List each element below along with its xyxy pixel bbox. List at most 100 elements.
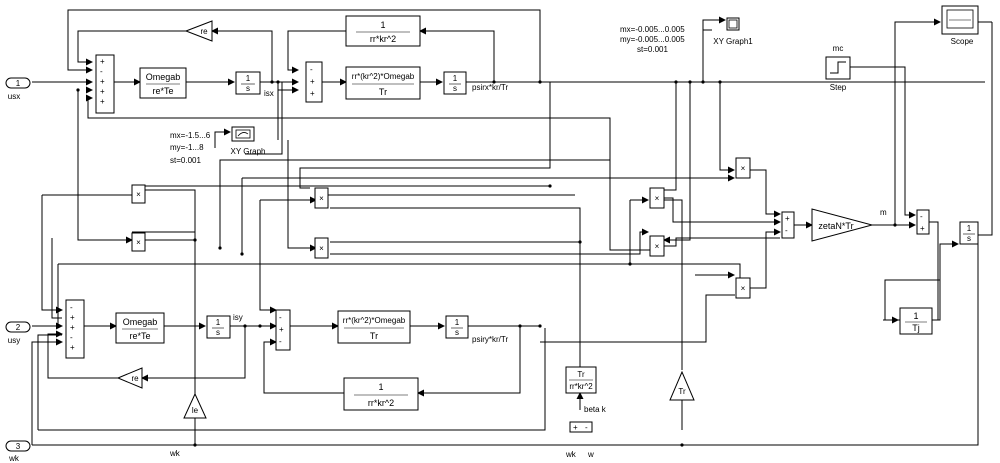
svg-text:usy: usy	[8, 336, 20, 345]
product-4[interactable]: ×	[314, 237, 329, 259]
gain-inv-rr-kr2-bottom[interactable]: 1 rr*kr^2	[343, 377, 419, 411]
svg-text:re: re	[200, 27, 208, 36]
svg-text:-: -	[310, 65, 313, 74]
product-6[interactable]: ×	[649, 235, 665, 257]
svg-text:1: 1	[455, 318, 460, 327]
svg-text:re: re	[131, 374, 139, 383]
svg-text:wk: wk	[8, 454, 20, 463]
svg-text:psirx*kr/Tr: psirx*kr/Tr	[472, 83, 508, 92]
svg-text:-: -	[70, 303, 73, 312]
signal-wires	[31, 9, 993, 446]
product-8[interactable]: ×	[735, 277, 751, 299]
svg-text:mx=-0.005...0.005: mx=-0.005...0.005	[620, 25, 685, 34]
sum-torque[interactable]: +-	[781, 211, 795, 239]
svg-text:re*Te: re*Te	[152, 86, 173, 96]
svg-text:1: 1	[378, 382, 383, 392]
svg-text:-: -	[279, 337, 282, 346]
step-block[interactable]: Step mc	[825, 44, 851, 92]
svg-text:re*Te: re*Te	[129, 331, 150, 341]
product-blocks: × × × × × × × ×	[131, 157, 751, 299]
sum-top-input[interactable]: +- +++	[95, 54, 115, 114]
sum-bottom-input[interactable]: -+ +-+	[65, 299, 85, 359]
svg-text:my=-1...8: my=-1...8	[170, 143, 204, 152]
integrator-psirx[interactable]: 1 s	[443, 71, 467, 95]
product-3[interactable]: ×	[314, 187, 329, 209]
svg-text:rr*(kr^2)*Omegab: rr*(kr^2)*Omegab	[343, 316, 406, 325]
svg-text:s: s	[453, 84, 457, 93]
svg-text:s: s	[455, 328, 459, 337]
svg-text:XY Graph: XY Graph	[231, 147, 266, 156]
svg-text:isx: isx	[264, 89, 274, 98]
inport-usy[interactable]: 2 usy	[5, 321, 31, 345]
svg-text:1: 1	[216, 318, 221, 327]
svg-text:×: ×	[741, 164, 746, 173]
svg-text:le: le	[192, 406, 199, 415]
xy-graph-1-params: mx=-1.5...6 my=-1...8 st=0.001	[170, 131, 211, 165]
gain-zeta[interactable]: zetaN*Tr	[811, 208, 874, 242]
sum-flux-bottom[interactable]: -+-	[275, 309, 291, 351]
integrator-isy[interactable]: 1 s	[206, 315, 231, 339]
xy-graph-1[interactable]: XY Graph	[231, 126, 266, 156]
gain-tr-triangle[interactable]: Tr	[669, 370, 695, 401]
svg-text:-: -	[920, 212, 923, 221]
svg-text:2: 2	[16, 323, 21, 332]
product-2[interactable]: ×	[131, 232, 146, 252]
svg-text:1: 1	[967, 224, 972, 233]
gain-omegab-top[interactable]: Omegab re*Te	[139, 67, 187, 99]
xy-graph-2-params: mx=-0.005...0.005 my=-0.005...0.005 st=0…	[620, 25, 685, 54]
sum-flux-top[interactable]: -++	[305, 61, 323, 103]
svg-text:1: 1	[453, 74, 458, 83]
gain-inv-tj[interactable]: 1 Tj	[899, 307, 933, 335]
svg-text:s: s	[246, 84, 250, 93]
svg-text:m: m	[880, 208, 887, 217]
svg-text:zetaN*Tr: zetaN*Tr	[818, 221, 853, 231]
svg-text:+: +	[100, 97, 105, 106]
svg-text:3: 3	[16, 442, 21, 451]
svg-text:+: +	[100, 87, 105, 96]
gain-flux-top[interactable]: rr*(kr^2)*Omegab Tr	[345, 66, 421, 100]
gain-le[interactable]: le	[183, 392, 207, 419]
svg-text:×: ×	[741, 284, 746, 293]
xy-graph-2[interactable]: XY Graph1	[713, 17, 753, 46]
integrator-isx[interactable]: 1 s	[235, 71, 261, 95]
svg-text:+: +	[100, 77, 105, 86]
svg-text:st=0.001: st=0.001	[170, 156, 201, 165]
product-5[interactable]: ×	[649, 187, 665, 209]
product-1[interactable]: ×	[131, 184, 146, 204]
svg-text:×: ×	[136, 238, 141, 247]
svg-text:+: +	[70, 313, 75, 322]
svg-text:s: s	[216, 328, 220, 337]
junction-dots	[76, 80, 897, 447]
svg-text:wk: wk	[169, 449, 181, 458]
svg-text:rr*(kr^2)*Omegab: rr*(kr^2)*Omegab	[352, 72, 415, 81]
integrator-speed[interactable]: 1 s	[959, 221, 979, 245]
svg-text:Tr: Tr	[577, 370, 585, 379]
gain-inv-rr-kr2-top[interactable]: 1 rr*kr^2	[345, 15, 421, 47]
svg-text:×: ×	[655, 194, 660, 203]
gain-re-top[interactable]: re	[184, 20, 213, 42]
integrator-psiry[interactable]: 1 s	[445, 315, 469, 339]
svg-text:s: s	[967, 234, 971, 243]
svg-text:-: -	[279, 313, 282, 322]
gain-omegab-bottom[interactable]: Omegab re*Te	[115, 312, 165, 344]
svg-text:usx: usx	[8, 92, 20, 101]
sum-beta[interactable]: +-	[569, 421, 593, 433]
svg-text:rr*kr^2: rr*kr^2	[569, 382, 593, 391]
inport-wk[interactable]: 3 wk	[5, 440, 31, 463]
svg-text:rr*kr^2: rr*kr^2	[370, 34, 396, 44]
sum-mech[interactable]: -+	[916, 209, 930, 235]
gain-re-bottom[interactable]: re	[116, 367, 143, 389]
product-7[interactable]: ×	[735, 157, 751, 179]
svg-text:+: +	[785, 214, 790, 223]
svg-text:beta k: beta k	[584, 405, 607, 414]
gain-flux-bottom[interactable]: rr*(kr^2)*Omegab Tr	[337, 310, 411, 344]
svg-text:+: +	[70, 343, 75, 352]
scope-block[interactable]: Scope	[941, 5, 979, 46]
svg-text:Step: Step	[830, 83, 847, 92]
gain-tr-over-rr-kr2[interactable]: Tr rr*kr^2	[565, 366, 597, 394]
inport-usx[interactable]: 1 usx	[5, 77, 31, 101]
svg-text:Tj: Tj	[912, 323, 920, 333]
svg-text:-: -	[70, 333, 73, 342]
svg-text:+: +	[100, 57, 105, 66]
